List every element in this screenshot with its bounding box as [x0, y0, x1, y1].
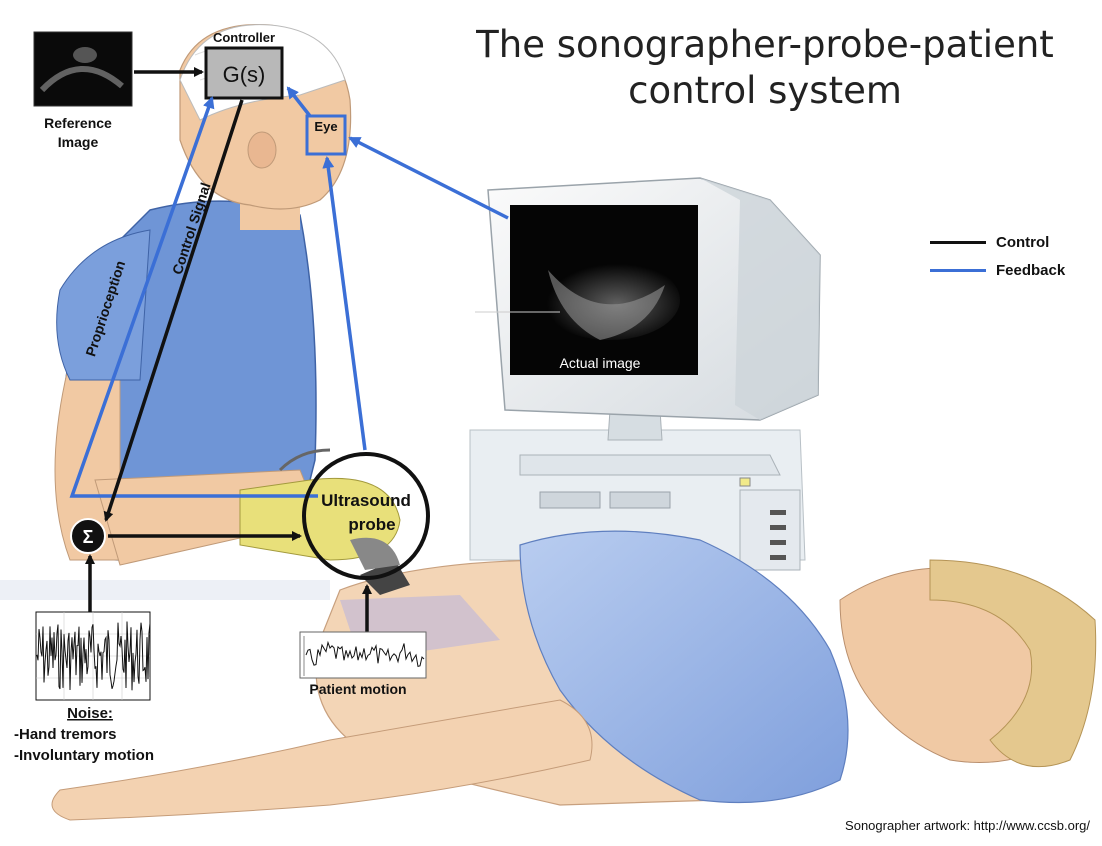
- ultrasound-machine: Actual image: [470, 178, 820, 570]
- probe-label-line2: probe: [348, 515, 395, 534]
- noise-item-involuntary-motion: -Involuntary motion: [14, 747, 154, 764]
- noise-item-hand-tremors: -Hand tremors: [14, 726, 117, 743]
- patient-motion-label: Patient motion: [309, 681, 406, 697]
- legend: Control Feedback: [930, 228, 1065, 284]
- probe-label-line1: Ultrasound: [321, 491, 411, 510]
- legend-swatch-control: [930, 241, 986, 244]
- noise-signal-plot: [36, 612, 150, 700]
- feedback-arrow-probe-to-eye: [327, 158, 365, 450]
- controller-block: G(s): [206, 48, 282, 98]
- legend-label-control: Control: [996, 234, 1049, 251]
- noise-heading: Noise:: [67, 705, 113, 722]
- title-line1: The sonographer-probe-patient: [440, 22, 1090, 68]
- title-line2: control system: [440, 68, 1090, 114]
- reference-image: [34, 32, 132, 106]
- actual-image-label: Actual image: [560, 355, 641, 371]
- sum-symbol: Σ: [83, 527, 94, 547]
- eye-label: Eye: [314, 119, 337, 134]
- legend-swatch-feedback: [930, 269, 986, 272]
- patient-motion-plot: [300, 632, 426, 678]
- legend-item-control: Control: [930, 228, 1065, 256]
- transfer-function-label: G(s): [223, 62, 266, 87]
- patient-figure: [0, 531, 1096, 820]
- controller-label: Controller: [213, 30, 275, 45]
- legend-label-feedback: Feedback: [996, 262, 1065, 279]
- feedback-arrow-monitor-to-eye: [350, 138, 508, 218]
- legend-item-feedback: Feedback: [930, 256, 1065, 284]
- reference-label-line2: Image: [58, 134, 99, 150]
- reference-label-line1: Reference: [44, 115, 112, 131]
- artwork-credit: Sonographer artwork: http://www.ccsb.org…: [845, 818, 1090, 833]
- diagram-title: The sonographer-probe-patient control sy…: [440, 22, 1090, 114]
